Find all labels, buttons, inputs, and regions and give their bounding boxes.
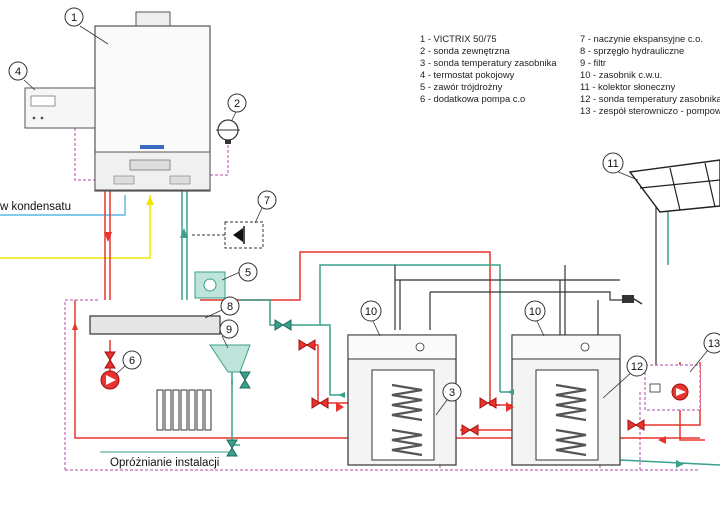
callout-7: 7 bbox=[254, 190, 277, 224]
drain-label: Opróżnianie instalacji bbox=[100, 451, 232, 469]
dhw-tank-left bbox=[347, 334, 457, 466]
svg-text:10 - zasobnik c.w.u.: 10 - zasobnik c.w.u. bbox=[580, 69, 662, 80]
svg-text:6: 6 bbox=[129, 355, 135, 367]
hydraulic-separator bbox=[89, 315, 221, 335]
svg-text:13: 13 bbox=[708, 338, 720, 350]
callout-4: 4 bbox=[8, 61, 36, 91]
additional-pump bbox=[100, 370, 120, 390]
three-way-valve bbox=[194, 271, 226, 299]
condensate-line bbox=[0, 195, 126, 216]
callout-8: 8 bbox=[204, 296, 240, 319]
valve bbox=[461, 424, 479, 436]
callout-9: 9 bbox=[219, 319, 239, 349]
callout-13: 13 bbox=[689, 332, 720, 373]
svg-text:2: 2 bbox=[234, 98, 240, 110]
legend-col1: 1 - VICTRIX 50/75 2 - sonda zewnętrzna 3… bbox=[420, 33, 557, 104]
valve bbox=[627, 419, 645, 431]
expansion-vessel bbox=[192, 221, 264, 249]
svg-text:4: 4 bbox=[15, 66, 21, 78]
svg-text:11: 11 bbox=[607, 158, 618, 170]
flow-arrows bbox=[72, 228, 684, 468]
valve bbox=[298, 339, 316, 351]
svg-text:10: 10 bbox=[529, 306, 541, 318]
svg-text:3 - sonda temperatury zasobnik: 3 - sonda temperatury zasobnika bbox=[420, 57, 557, 68]
svg-text:9 - filtr: 9 - filtr bbox=[580, 57, 606, 68]
radiator bbox=[156, 389, 212, 431]
valve bbox=[479, 397, 497, 409]
svg-text:12: 12 bbox=[631, 361, 643, 373]
svg-text:11 - kolektor słoneczny: 11 - kolektor słoneczny bbox=[580, 81, 675, 92]
svg-text:3: 3 bbox=[449, 387, 455, 399]
valve bbox=[226, 439, 238, 457]
tap-icon bbox=[622, 295, 643, 305]
valve bbox=[311, 397, 329, 409]
boiler-victrix bbox=[94, 11, 211, 192]
callout-3: 3 bbox=[435, 382, 462, 416]
valve bbox=[104, 351, 116, 369]
callout-10-left: 10 bbox=[360, 300, 382, 337]
callout-6: 6 bbox=[115, 350, 142, 375]
svg-text:8: 8 bbox=[227, 301, 233, 313]
dhw-tank-right bbox=[511, 334, 621, 466]
valves bbox=[104, 319, 645, 457]
callout-12: 12 bbox=[602, 355, 648, 399]
svg-text:5: 5 bbox=[245, 267, 251, 279]
callout-5: 5 bbox=[221, 262, 258, 282]
svg-text:5 - zawór trójdrożny: 5 - zawór trójdrożny bbox=[420, 81, 503, 92]
svg-text:6 - dodatkowa pompa c.o: 6 - dodatkowa pompa c.o bbox=[420, 93, 525, 104]
svg-text:10: 10 bbox=[365, 306, 377, 318]
legend-col2: 7 - naczynie ekspansyjne c.o. 8 - sprzęg… bbox=[580, 33, 720, 116]
callout-10-right: 10 bbox=[524, 300, 546, 337]
svg-text:Opróżnianie instalacji: Opróżnianie instalacji bbox=[110, 457, 219, 469]
svg-text:13 - zespół sterowniczo - pomp: 13 - zespół sterowniczo - pompowy bbox=[580, 105, 720, 116]
return-pipes bbox=[181, 190, 720, 466]
svg-text:4 - termostat pokojowy: 4 - termostat pokojowy bbox=[420, 69, 515, 80]
svg-text:2 - sonda zewnętrzna: 2 - sonda zewnętrzna bbox=[420, 45, 510, 56]
svg-text:1: 1 bbox=[71, 12, 77, 24]
outdoor-probe bbox=[216, 119, 240, 144]
svg-text:7: 7 bbox=[264, 195, 270, 207]
pump-control-group bbox=[644, 364, 701, 411]
condensate-label: w kondensatu bbox=[0, 201, 71, 213]
svg-text:12 - sonda temperatury zasobni: 12 - sonda temperatury zasobnika bbox=[580, 93, 720, 104]
yellow-line bbox=[0, 195, 154, 259]
svg-text:7 - naczynie ekspansyjne c.o.: 7 - naczynie ekspansyjne c.o. bbox=[580, 33, 703, 44]
room-thermostat bbox=[24, 87, 96, 129]
valve bbox=[239, 371, 251, 389]
svg-text:8 - sprzęgło hydrauliczne: 8 - sprzęgło hydrauliczne bbox=[580, 45, 684, 56]
callout-2: 2 bbox=[227, 93, 247, 121]
callout-1: 1 bbox=[64, 7, 109, 45]
valve bbox=[274, 319, 292, 331]
svg-text:1 - VICTRIX 50/75: 1 - VICTRIX 50/75 bbox=[420, 33, 497, 44]
solar-collector bbox=[628, 159, 720, 213]
svg-text:9: 9 bbox=[226, 324, 232, 336]
callout-11: 11 bbox=[602, 152, 639, 181]
